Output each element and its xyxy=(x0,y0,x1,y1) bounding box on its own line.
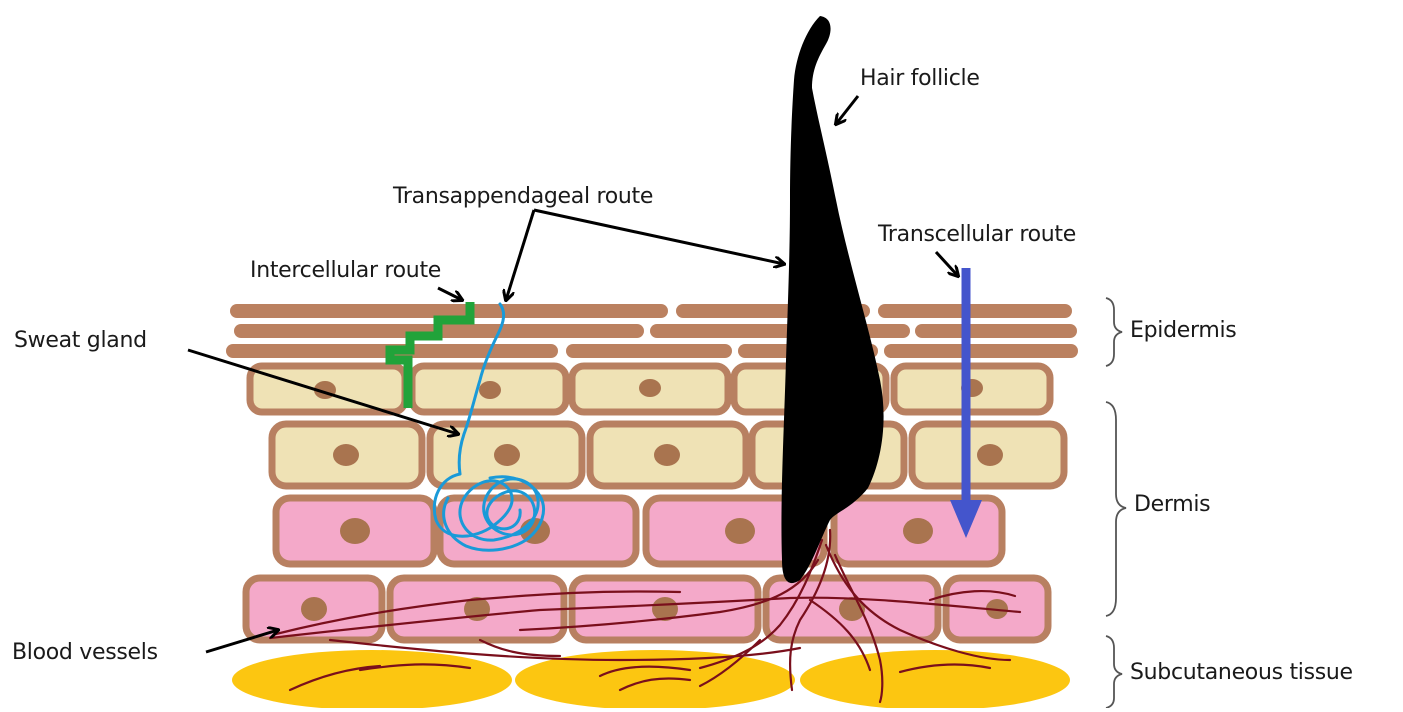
intercellular-arrow xyxy=(438,288,462,300)
nucleus xyxy=(494,444,520,466)
nucleus xyxy=(639,379,661,397)
transappendageal-arrow-left xyxy=(506,210,534,300)
dermis-label: Dermis xyxy=(1134,492,1210,517)
nucleus xyxy=(654,444,680,466)
nucleus xyxy=(479,381,501,399)
corneum-strip xyxy=(650,324,910,338)
nucleus xyxy=(903,518,933,544)
fat-lobule xyxy=(232,650,512,708)
stratum-corneum xyxy=(226,304,1078,358)
nucleus xyxy=(333,444,359,466)
nucleus xyxy=(977,444,1003,466)
transappendageal-route-label: Transappendageal route xyxy=(393,184,653,209)
corneum-strip xyxy=(915,324,1077,338)
epidermis-label: Epidermis xyxy=(1130,318,1236,343)
nucleus xyxy=(301,597,327,621)
blood-vessels-label: Blood vessels xyxy=(12,640,158,665)
hair-follicle-arrow xyxy=(836,96,858,124)
corneum-strip xyxy=(878,304,1072,318)
intercellular-route-label: Intercellular route xyxy=(250,258,441,283)
transcellular-label-arrow xyxy=(936,252,958,276)
nucleus xyxy=(725,518,755,544)
corneum-strip xyxy=(566,344,732,358)
subcutaneous-brace xyxy=(1106,636,1122,708)
subcutaneous-tissue-label: Subcutaneous tissue xyxy=(1130,660,1353,685)
fat-lobule xyxy=(800,650,1070,708)
transappendageal-arrow-right xyxy=(534,210,784,264)
nucleus xyxy=(340,518,370,544)
dermis-brace xyxy=(1106,402,1126,616)
epidermis-brace xyxy=(1106,298,1122,366)
braces xyxy=(1106,298,1126,708)
transcellular-route-label: Transcellular route xyxy=(878,222,1076,247)
sweat-gland-label: Sweat gland xyxy=(14,328,147,353)
hair-follicle-label: Hair follicle xyxy=(860,66,980,91)
corneum-strip xyxy=(884,344,1078,358)
